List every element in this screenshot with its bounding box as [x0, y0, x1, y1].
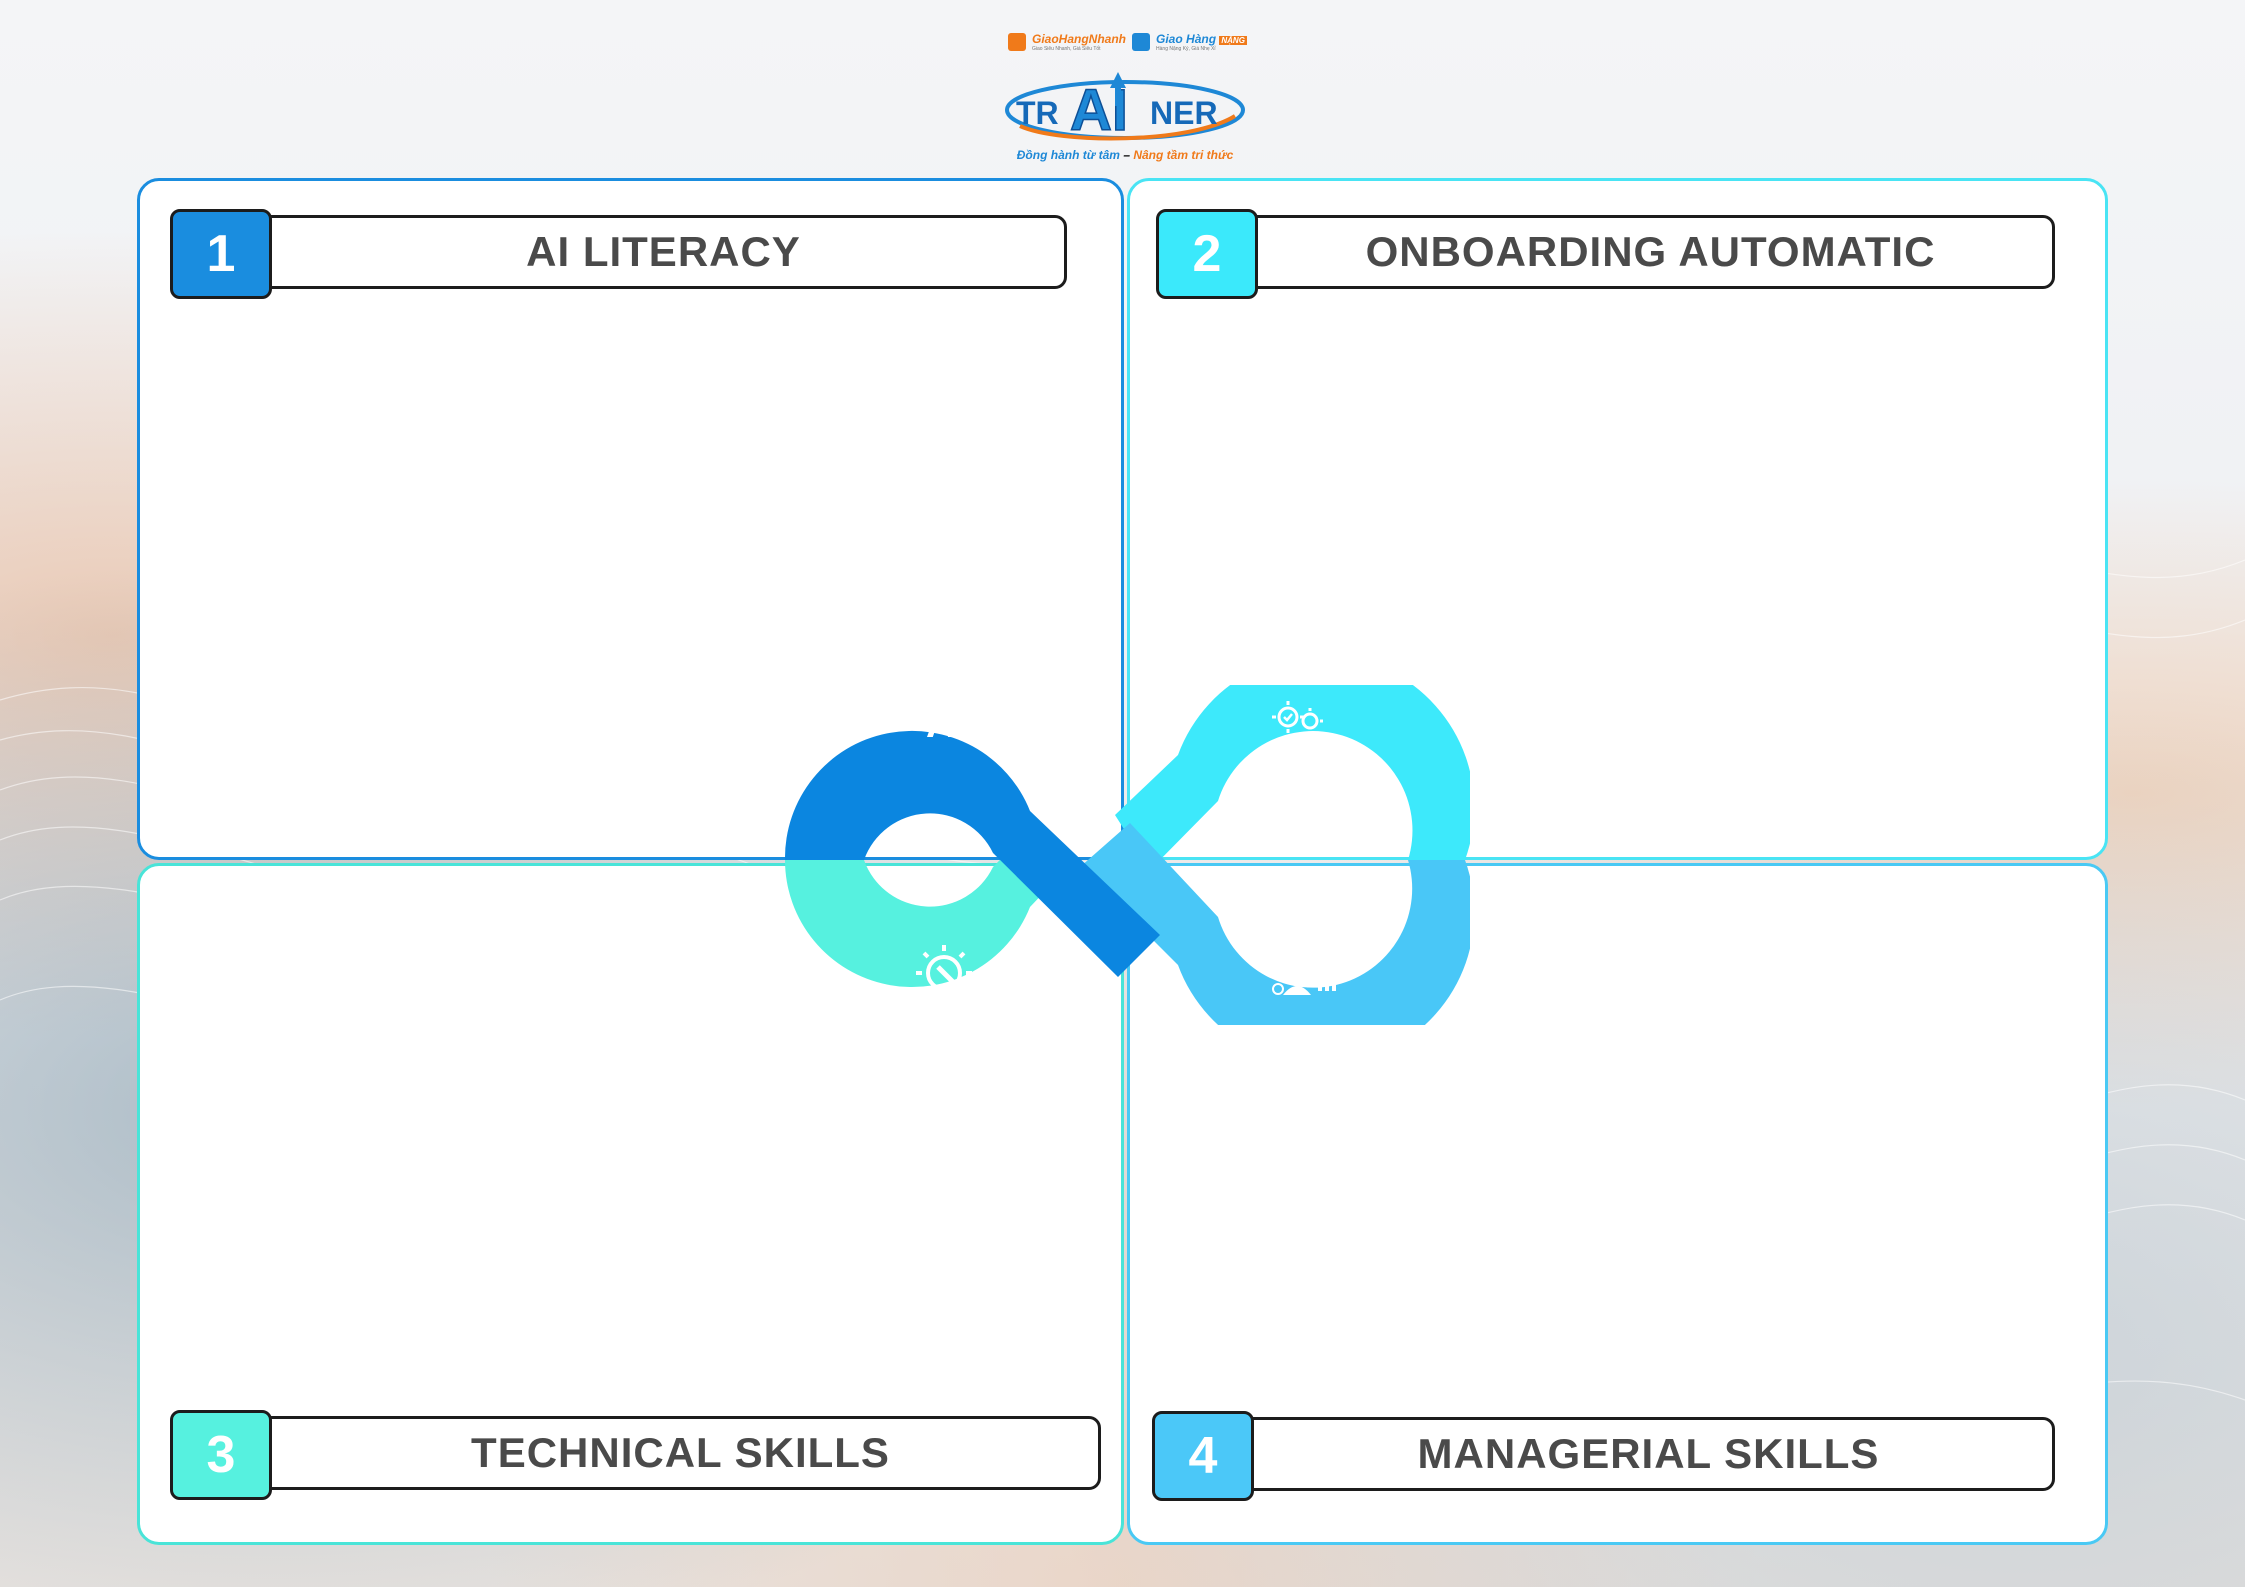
- title-managerial-skills: MANAGERIAL SKILLS: [1417, 1430, 1880, 1477]
- quadrant-panel-2: [1127, 178, 2108, 860]
- title-technical-skills: TECHNICAL SKILLS: [471, 1429, 890, 1476]
- brand-left-tag: Giao Siêu Nhanh, Giá Siêu Tốt: [1032, 46, 1101, 52]
- title-bar-2: 2 ONBOARDING AUTOMATIC: [1156, 209, 2055, 299]
- number-badge-2: 2: [1156, 209, 1258, 299]
- title-onboarding-automatic: ONBOARDING AUTOMATIC: [1365, 228, 1936, 275]
- word-right: NER: [1150, 95, 1218, 131]
- gears-cycle-icon: [1272, 701, 1323, 753]
- number-badge-3: 3: [170, 1410, 272, 1500]
- brand-left-name: GiaoHangNhanh: [1032, 32, 1127, 46]
- number-badge-4: 4: [1152, 1411, 1254, 1501]
- brand-right-tag: Hàng Nặng Ký, Giá Nhẹ Xỉ: [1156, 46, 1216, 52]
- brand-right-name: Giao Hàng: [1156, 32, 1217, 46]
- loop-segment-top-left: [784, 730, 1160, 977]
- loop-segment-bottom-left: [785, 825, 1070, 988]
- title-bar-1: 1 AI LITERACY: [170, 209, 1067, 299]
- ghn-logo-icon: [1008, 33, 1026, 51]
- gear-wrench-icon: [916, 945, 972, 1001]
- ghn-heavy-logo-icon: [1132, 33, 1151, 51]
- number-badge-1: 1: [170, 209, 272, 299]
- slogan-part2: Nâng tầm tri thức: [1133, 148, 1234, 162]
- trainer-logo: GiaoHangNhanh Giao Siêu Nhanh, Giá Siêu …: [1000, 28, 1250, 168]
- loop-segment-bottom-right: [1080, 823, 1470, 1025]
- slogan-separator: –: [1119, 148, 1134, 162]
- infinity-loop: AI: [784, 685, 1470, 1025]
- ai-label: AI: [926, 702, 966, 746]
- title-bar-4: 4 MANAGERIAL SKILLS: [1152, 1411, 2055, 1501]
- title-bar-3: 3 TECHNICAL SKILLS: [170, 1410, 1101, 1500]
- partner-brands: GiaoHangNhanh Giao Siêu Nhanh, Giá Siêu …: [1008, 32, 1247, 52]
- title-ai-literacy: AI LITERACY: [526, 228, 801, 275]
- support-agent-chart-icon: [1272, 954, 1341, 995]
- arrow-up-icon: [1110, 72, 1126, 106]
- word-left: TR: [1016, 95, 1059, 131]
- slogan-part1: Đồng hành từ tâm: [1016, 148, 1120, 162]
- trainer-wordmark: TR AI NER: [1005, 72, 1245, 144]
- loop-segment-top-right: [1115, 685, 1470, 870]
- brand-right-badge: NẶNG: [1219, 36, 1247, 45]
- slogan: Đồng hành từ tâm – Nâng tầm tri thức: [1000, 148, 1250, 162]
